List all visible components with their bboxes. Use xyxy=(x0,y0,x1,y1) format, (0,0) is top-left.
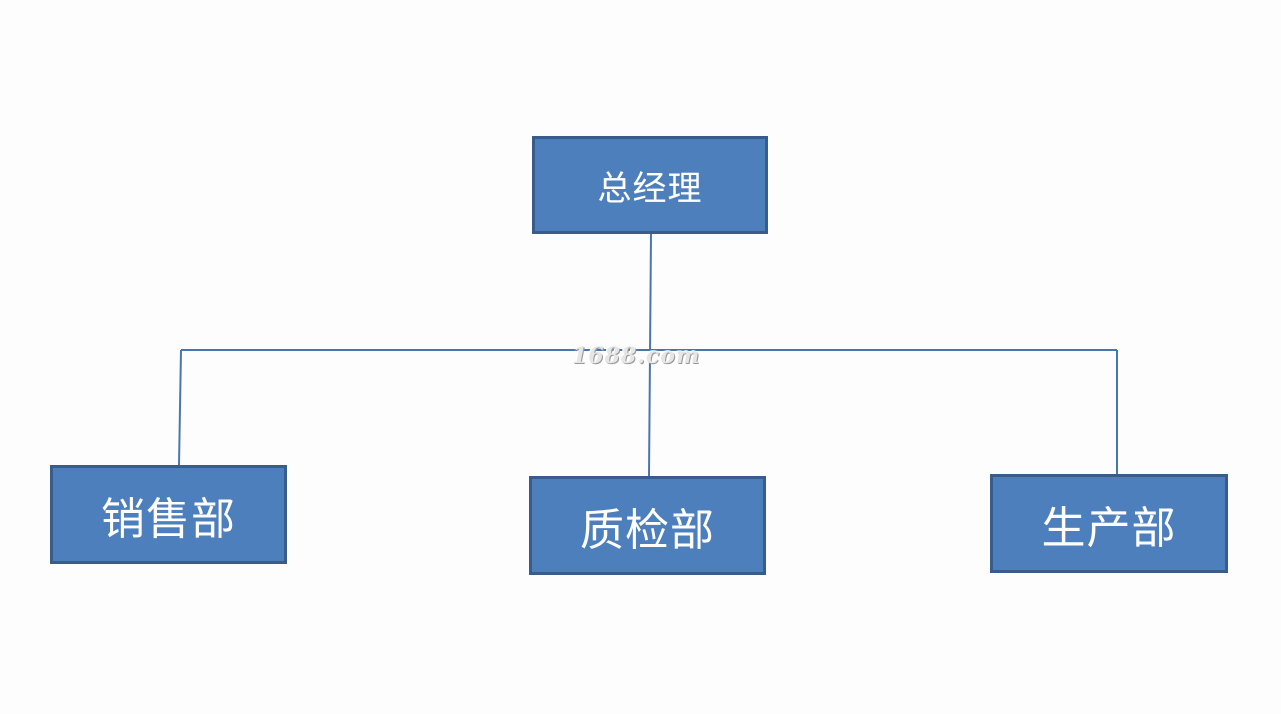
sales-dept-label: 销售部 xyxy=(101,493,236,545)
production-dept-box: 生产部 xyxy=(990,474,1228,573)
qc-dept-label: 质检部 xyxy=(580,504,715,556)
qc-dept-box: 质检部 xyxy=(529,476,766,575)
connector-root-down xyxy=(648,233,652,477)
watermark: 1688.com xyxy=(572,343,701,369)
production-dept-label: 生产部 xyxy=(1041,502,1177,554)
general-manager-box: 总经理 xyxy=(532,136,768,234)
sales-dept-box: 销售部 xyxy=(50,465,287,564)
connector-to-sales xyxy=(178,349,182,466)
general-manager-label: 总经理 xyxy=(597,168,703,209)
